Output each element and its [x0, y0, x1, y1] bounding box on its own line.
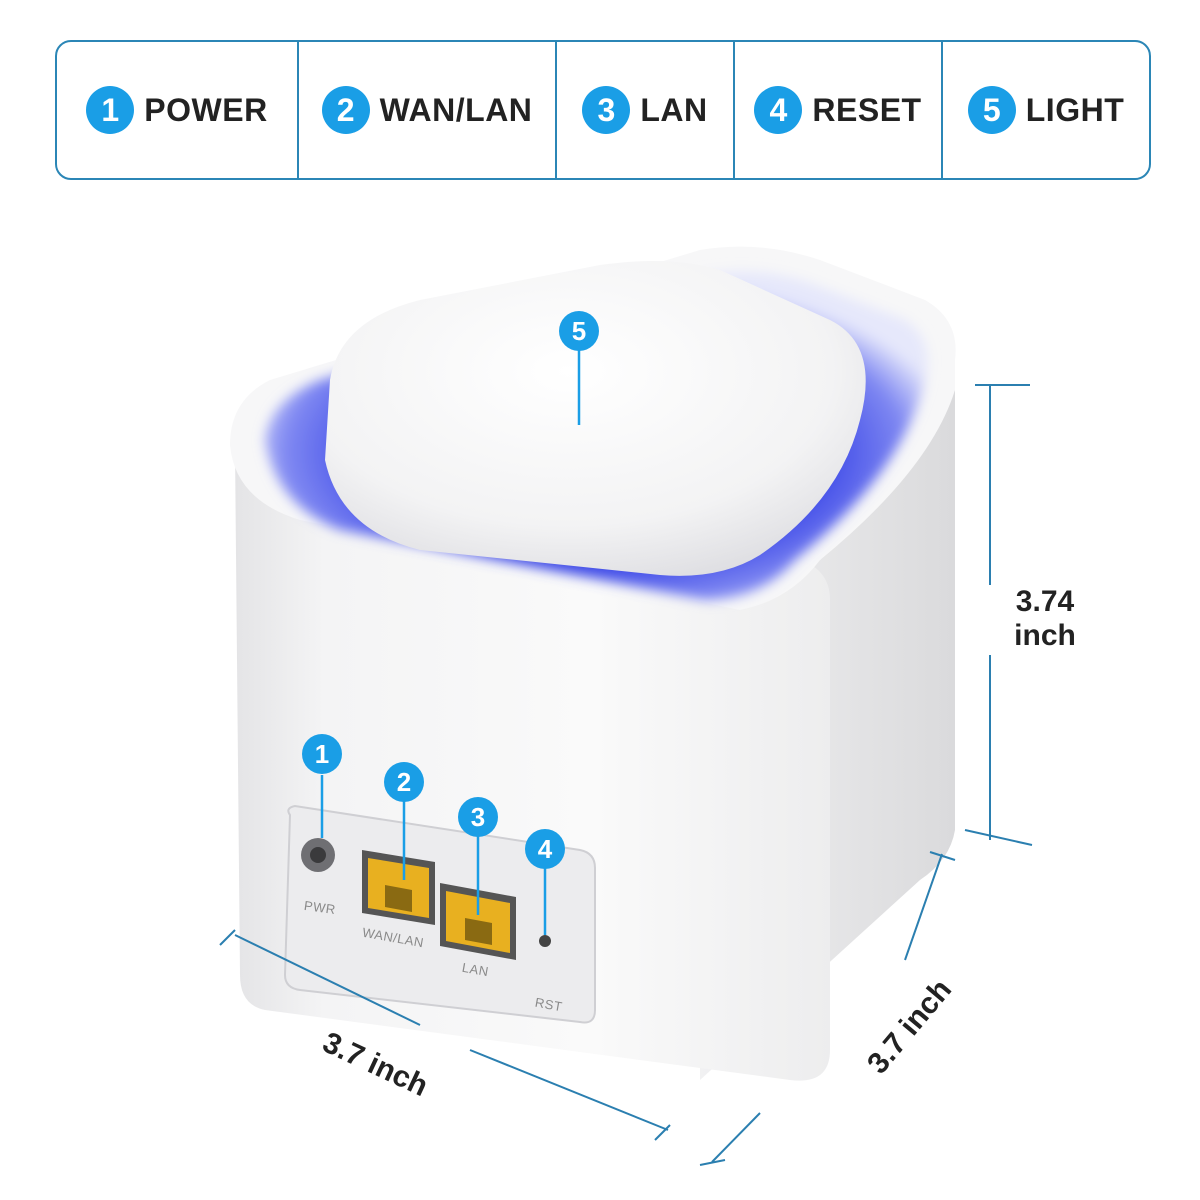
- callout-lines: [320, 350, 581, 935]
- legend-label: RESET: [812, 91, 922, 128]
- legend-label: LIGHT: [1025, 91, 1125, 128]
- legend-bar: 1 POWER 2 WAN/LAN 3 LAN 4 RESET 5 LIGHT: [55, 40, 1151, 180]
- height-value: 3.74: [1015, 585, 1075, 618]
- number-badge: 1: [86, 86, 135, 134]
- callout-3: 3: [458, 797, 498, 837]
- height-unit: inch: [1014, 619, 1076, 652]
- number-badge: 3: [582, 86, 631, 134]
- legend-item-power: 1 POWER: [57, 42, 299, 178]
- legend-label: POWER: [144, 91, 268, 128]
- lan-port: [440, 883, 516, 960]
- number-badge: 2: [321, 86, 370, 134]
- callout-5: 5: [559, 311, 599, 351]
- reset-hole: [539, 935, 551, 947]
- router-dome: [325, 261, 866, 576]
- legend-item-wanlan: 2 WAN/LAN: [299, 42, 557, 178]
- legend-item-lan: 3 LAN: [557, 42, 735, 178]
- wanlan-port: [362, 850, 435, 925]
- callout-1: 1: [302, 734, 342, 774]
- number-badge: 5: [967, 86, 1016, 134]
- number-badge: 4: [754, 86, 803, 134]
- height-dimension: 3.74 inch: [1000, 585, 1090, 653]
- legend-label: LAN: [640, 91, 708, 128]
- dimension-lines: [219, 384, 1033, 1166]
- callout-4: 4: [525, 829, 565, 869]
- legend-label: WAN/LAN: [379, 91, 533, 128]
- legend-item-light: 5 LIGHT: [943, 42, 1149, 178]
- callout-2: 2: [384, 762, 424, 802]
- legend-item-reset: 4 RESET: [735, 42, 943, 178]
